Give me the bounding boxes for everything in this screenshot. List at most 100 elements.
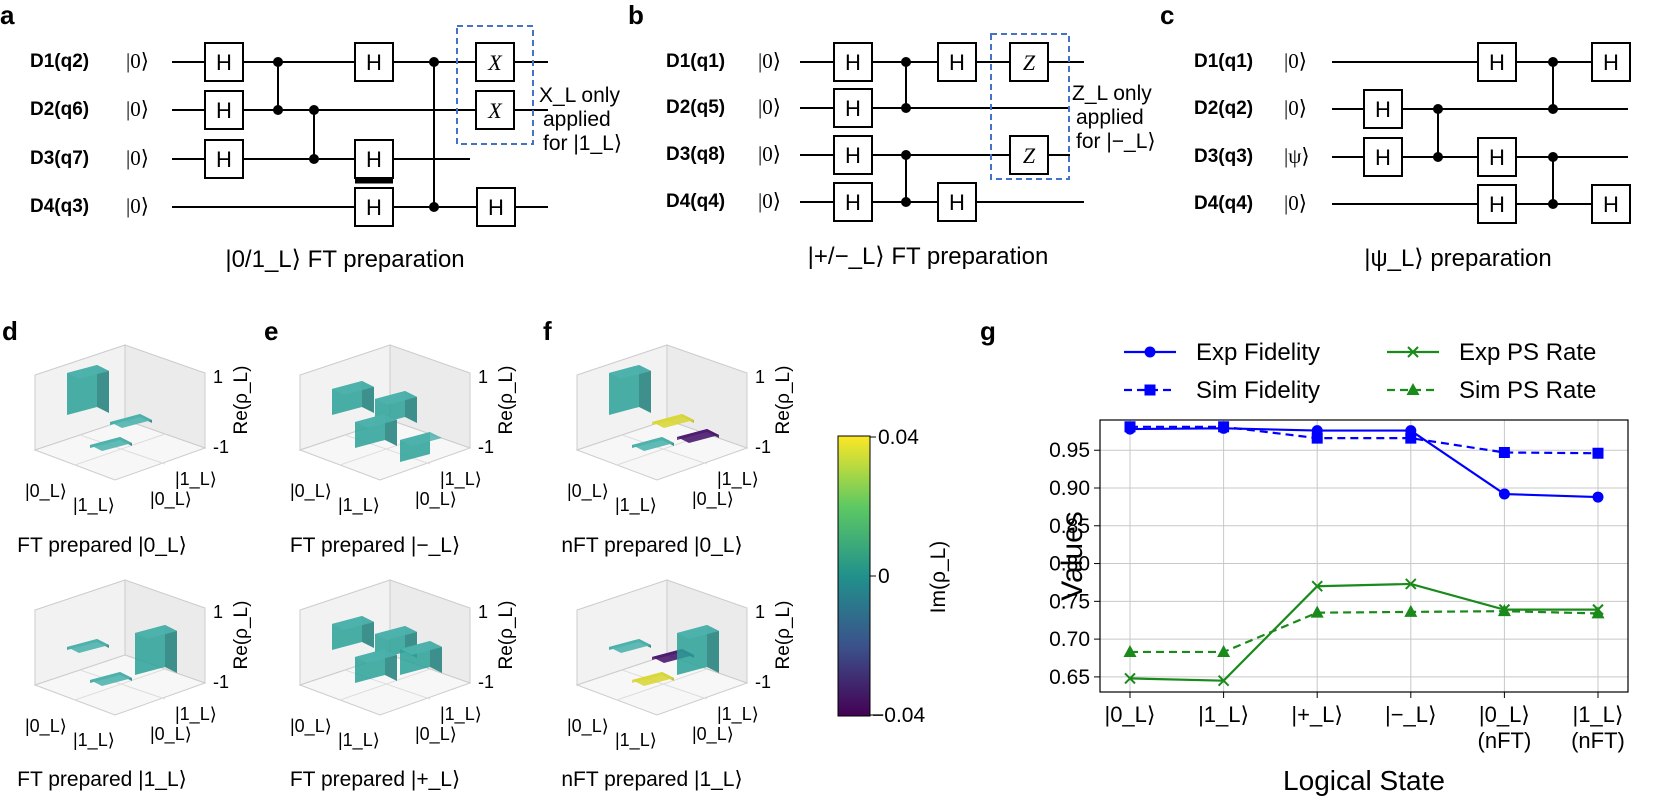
qubit-label: D2(q5) xyxy=(666,97,725,118)
x-tick-label: |−_L⟩ xyxy=(1385,702,1437,727)
basis-label: |1_L⟩ xyxy=(73,495,115,516)
density-bar-top xyxy=(609,365,651,379)
data-point xyxy=(1405,432,1417,444)
qubit-label: D4(q4) xyxy=(1194,193,1253,214)
gate-label: H xyxy=(366,50,382,75)
legend-label: Exp Fidelity xyxy=(1196,339,1320,366)
grid-line xyxy=(74,668,166,701)
z-tick: -1 xyxy=(478,437,494,457)
plot-caption: nFT prepared |0_L⟩ xyxy=(561,534,742,557)
density-bar-side xyxy=(97,365,109,413)
x-tick-label: |0_L⟩ xyxy=(1104,702,1155,727)
gate-label: H xyxy=(366,195,382,220)
basis-label: |0_L⟩ xyxy=(567,481,609,502)
basis-label: |1_L⟩ xyxy=(175,704,217,725)
series-sim-fidelity xyxy=(1124,421,1604,459)
data-point xyxy=(1404,604,1418,617)
init-state: |0⟩ xyxy=(126,146,149,170)
control-dot xyxy=(901,57,911,67)
series-line xyxy=(1129,427,1599,499)
init-state: |0⟩ xyxy=(126,194,149,218)
colorbar-gradient xyxy=(837,435,871,717)
basis-label: |1_L⟩ xyxy=(440,469,482,490)
density-matrix-plot: 1-1Re(ρ_L)|0_L⟩|1_L⟩|0_L⟩|1_L⟩ xyxy=(567,579,794,751)
basis-label: |0_L⟩ xyxy=(25,716,67,737)
density-bar-top xyxy=(355,649,397,663)
note-line: X_L only xyxy=(539,84,620,107)
z-tick: -1 xyxy=(478,672,494,692)
x-tick-label: (nFT) xyxy=(1571,728,1625,753)
init-state: |0⟩ xyxy=(1284,96,1307,120)
plot-caption: FT prepared |0_L⟩ xyxy=(17,534,187,557)
panel-a: a D1(q2) D2(q6) D3(q7) D4(q3) |0⟩ |0⟩ |0… xyxy=(0,0,622,273)
legend-label: Exp PS Rate xyxy=(1459,339,1596,366)
density-bar-top xyxy=(135,625,177,639)
basis-label: |1_L⟩ xyxy=(73,730,115,751)
density-bar-top xyxy=(332,381,374,395)
control-dot xyxy=(309,154,319,164)
density-bar-top xyxy=(400,641,442,655)
data-point xyxy=(1498,488,1510,500)
legend-label: Sim Fidelity xyxy=(1196,377,1320,404)
basis-label: |1_L⟩ xyxy=(717,704,759,725)
data-point xyxy=(1592,491,1604,503)
init-state: |0⟩ xyxy=(126,49,149,73)
series-line xyxy=(1130,425,1599,455)
qubit-label: D3(q8) xyxy=(666,144,725,165)
density-bar-top xyxy=(355,414,397,428)
init-states: |0⟩ |0⟩ |0⟩ |0⟩ xyxy=(126,49,149,218)
basis-label: |0_L⟩ xyxy=(150,724,192,745)
gate-label: Z xyxy=(1023,143,1036,168)
colorbar-tick: 0 xyxy=(878,565,890,588)
z-tick: -1 xyxy=(213,437,229,457)
data-point xyxy=(1123,644,1137,657)
init-state: |0⟩ xyxy=(758,95,781,119)
gate-label: H xyxy=(949,190,965,215)
panel-caption: |+/−_L⟩ FT preparation xyxy=(808,243,1049,270)
x-axis-label: Logical State xyxy=(1283,765,1445,796)
control-dot xyxy=(429,202,439,212)
z-axis-label: Re(ρ_L) xyxy=(773,601,794,670)
y-tick-label: 0.85 xyxy=(1049,515,1090,538)
z-axis-label: Re(ρ_L) xyxy=(496,601,517,670)
data-point xyxy=(1498,446,1510,458)
grid-line xyxy=(339,668,431,701)
y-tick-label: 0.80 xyxy=(1049,553,1090,576)
basis-label: |0_L⟩ xyxy=(415,489,457,510)
density-bar-top xyxy=(67,639,109,653)
h-gates: H H H H H H H xyxy=(204,42,516,227)
density-bar-top xyxy=(632,672,674,686)
init-state: |0⟩ xyxy=(1284,49,1307,73)
z-tick: 1 xyxy=(478,367,488,387)
density-bar-side xyxy=(639,365,651,413)
density-matrix-plot: 1-1Re(ρ_L)|0_L⟩|1_L⟩|0_L⟩|1_L⟩ xyxy=(290,579,517,751)
basis-label: |0_L⟩ xyxy=(290,481,332,502)
density-bar-top xyxy=(652,414,694,428)
note-line: applied xyxy=(1076,106,1144,129)
gate-label: H xyxy=(216,98,232,123)
series-exp-fidelity xyxy=(1124,422,1604,503)
y-tick-label: 0.65 xyxy=(1049,666,1090,689)
z-tick: 1 xyxy=(478,602,488,622)
conditional-box xyxy=(456,25,534,145)
basis-label: |1_L⟩ xyxy=(717,469,759,490)
density-bar-top xyxy=(632,437,674,451)
gate-label: H xyxy=(845,50,861,75)
note-line: for |−_L⟩ xyxy=(1076,130,1156,153)
gate-label: H xyxy=(1603,192,1619,217)
data-point xyxy=(1124,421,1136,433)
y-tick-label: 0.75 xyxy=(1049,590,1090,613)
panel-c: c D1(q1) D2(q2) D3(q3) D4(q4) |0⟩ |0⟩ |ψ… xyxy=(1160,0,1631,272)
density-matrix-plot: 1-1Re(ρ_L)|0_L⟩|1_L⟩|0_L⟩|1_L⟩ xyxy=(567,344,794,516)
control-dot xyxy=(901,150,911,160)
plot-caption: FT prepared |1_L⟩ xyxy=(17,768,187,791)
gate-label: H xyxy=(366,147,382,172)
qubit-label: D2(q6) xyxy=(30,99,89,120)
density-bar-side xyxy=(707,625,719,673)
panel-label: g xyxy=(980,316,996,346)
legend-item: Exp PS Rate xyxy=(1387,339,1596,366)
gate-label: H xyxy=(949,50,965,75)
colorbar-tick: 0.04 xyxy=(878,426,919,449)
data-point xyxy=(1406,383,1420,395)
